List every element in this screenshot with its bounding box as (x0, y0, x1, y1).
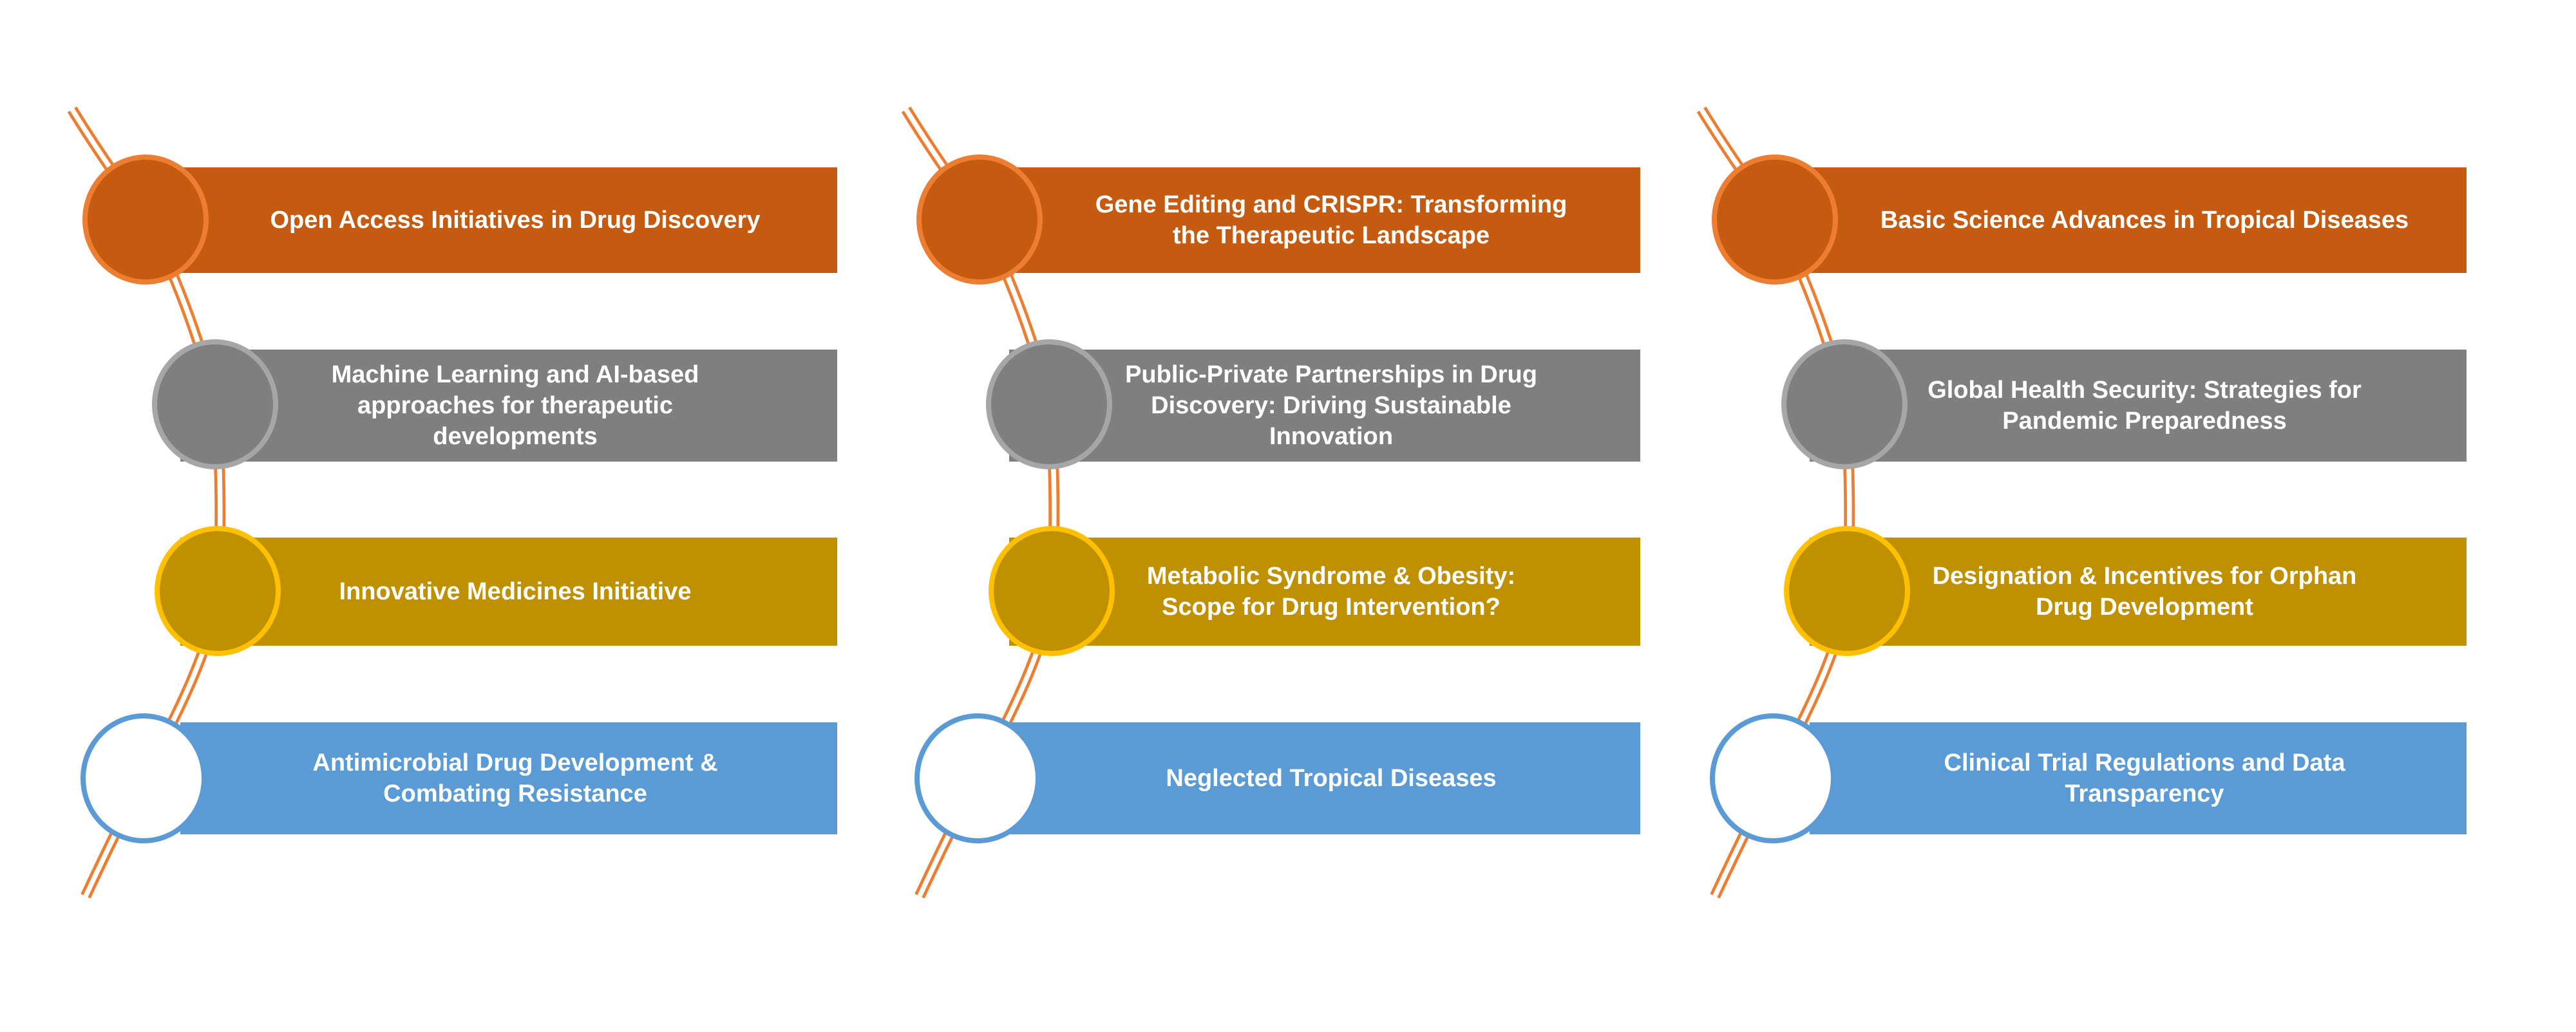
node-circle (82, 155, 209, 285)
topic-bar: Clinical Trial Regulations and Data Tran… (1810, 722, 2467, 834)
node-circle (152, 339, 278, 469)
node-circle (1710, 713, 1836, 843)
node-circle (989, 526, 1115, 656)
topic-label: Metabolic Syndrome & Obesity: Scope for … (1146, 563, 1516, 621)
connector-line (67, 106, 226, 899)
topic-label: Clinical Trial Regulations and Data Tran… (1944, 749, 2345, 807)
node-circle (155, 526, 281, 656)
diagram-column-3: Basic Science Advances in Tropical Disea… (1629, 0, 2531, 1032)
topic-label: Machine Learning and AI-based approaches… (331, 361, 699, 450)
node-circle (986, 339, 1112, 469)
diagram-column-1: Open Access Initiatives in Drug Discover… (0, 0, 902, 1032)
topic-bar: Innovative Medicines Initiative (180, 538, 837, 646)
topic-bar: Designation & Incentives for Orphan Drug… (1810, 538, 2467, 646)
topic-label: Public-Private Partnerships in Drug Disc… (1125, 361, 1537, 450)
connector-line (1696, 106, 1855, 899)
node-circle (914, 713, 1041, 843)
node-circle (1781, 339, 1908, 469)
topic-bar: Neglected Tropical Diseases (1009, 722, 1640, 834)
topic-label: Antimicrobial Drug Development & Combati… (312, 749, 718, 807)
node-circle (80, 713, 207, 843)
node-circle (1784, 526, 1910, 656)
topic-label: Open Access Initiatives in Drug Discover… (270, 207, 761, 234)
topic-bar: Basic Science Advances in Tropical Disea… (1810, 167, 2467, 273)
connector-line (901, 106, 1060, 899)
topic-label: Gene Editing and CRISPR: Transforming th… (1095, 191, 1567, 249)
node-circle (1712, 155, 1838, 285)
topic-bar: Public-Private Partnerships in Drug Disc… (1009, 350, 1640, 462)
topic-label: Neglected Tropical Diseases (1166, 765, 1497, 792)
topic-label: Basic Science Advances in Tropical Disea… (1880, 207, 2409, 234)
topic-bar: Open Access Initiatives in Drug Discover… (180, 167, 837, 273)
topic-bar: Machine Learning and AI-based approaches… (180, 350, 837, 462)
topic-label: Designation & Incentives for Orphan Drug… (1932, 563, 2357, 621)
topic-label: Global Health Security: Strategies for P… (1927, 377, 2362, 435)
node-circle (916, 155, 1043, 285)
topic-bar: Gene Editing and CRISPR: Transforming th… (1009, 167, 1640, 273)
topic-label: Innovative Medicines Initiative (339, 578, 692, 605)
topic-bar: Global Health Security: Strategies for P… (1810, 350, 2467, 462)
diagram-column-2: Gene Editing and CRISPR: Transforming th… (834, 0, 1736, 1032)
topic-bar: Antimicrobial Drug Development & Combati… (180, 722, 837, 834)
